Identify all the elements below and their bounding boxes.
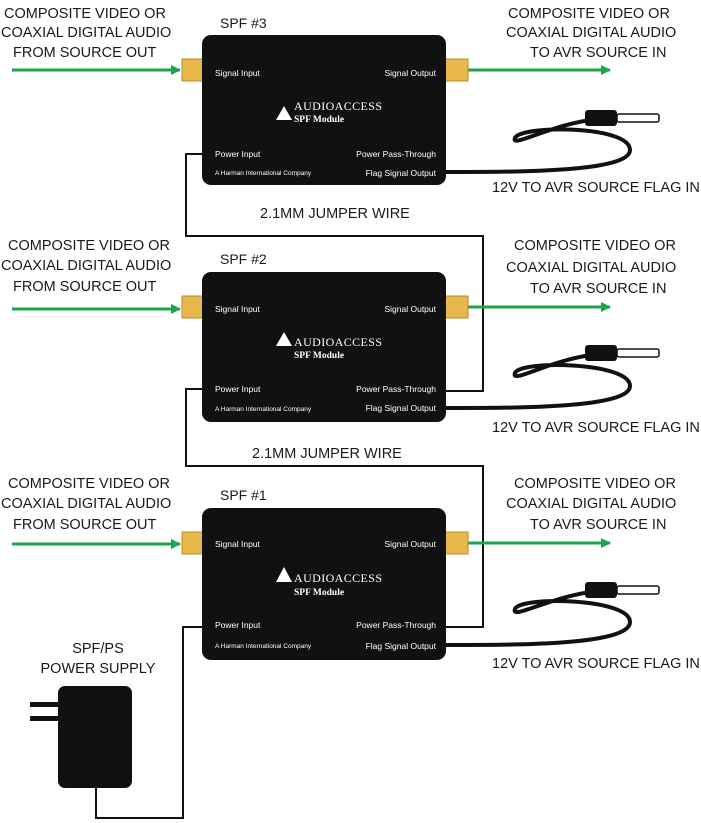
source-label-line1: COMPOSITE VIDEO OR — [4, 6, 166, 22]
module-body — [202, 272, 446, 422]
brand-name: AUDIOACCESS — [294, 99, 382, 113]
module-title: SPF #1 — [220, 487, 267, 503]
brand-subtitle: SPF Module — [294, 351, 344, 361]
jumper-wire-2 — [185, 388, 484, 628]
module-title: SPF #2 — [220, 251, 267, 267]
output-label-line1: COMPOSITE VIDEO OR — [508, 6, 670, 22]
module-title: SPF #3 — [220, 15, 267, 31]
signal-output-label: Signal Output — [384, 539, 436, 549]
harman-label: A Harman International Company — [215, 643, 312, 650]
flag-plug-tip-icon — [616, 585, 660, 595]
module-body — [202, 508, 446, 660]
output-label-line1: COMPOSITE VIDEO OR — [514, 238, 676, 254]
audioaccess-logo-icon — [276, 332, 292, 346]
brand-name: AUDIOACCESS — [294, 571, 382, 585]
power-supply-label-line1: SPF/PS — [72, 641, 124, 657]
brand-name: AUDIOACCESS — [294, 335, 382, 349]
brand-subtitle: SPF Module — [294, 588, 344, 598]
flag-signal-output-label: Flag Signal Output — [366, 168, 437, 178]
source-label-line3: FROM SOURCE OUT — [13, 279, 157, 295]
audioaccess-logo-icon — [276, 567, 292, 582]
power-pass-through-label: Power Pass-Through — [356, 620, 436, 630]
power-supply-label-line2: POWER SUPPLY — [41, 661, 156, 677]
module-body — [202, 35, 446, 185]
source-label-line2: COAXIAL DIGITAL AUDIO — [1, 25, 171, 41]
power-supply: SPF/PS POWER SUPPLY — [30, 626, 202, 819]
harman-label: A Harman International Company — [215, 170, 312, 177]
output-label-line3: TO AVR SOURCE IN — [530, 45, 666, 61]
source-label-line3: FROM SOURCE OUT — [13, 45, 157, 61]
audioaccess-logo-icon — [276, 106, 292, 120]
source-label-line2: COAXIAL DIGITAL AUDIO — [1, 496, 171, 512]
brand-subtitle: SPF Module — [294, 115, 344, 125]
source-label-line1: COMPOSITE VIDEO OR — [8, 238, 170, 254]
source-label-line2: COAXIAL DIGITAL AUDIO — [1, 258, 171, 274]
power-input-label: Power Input — [215, 149, 261, 159]
jumper-wire-label: 2.1MM JUMPER WIRE — [252, 446, 402, 462]
signal-output-label: Signal Output — [384, 304, 436, 314]
signal-output-jack[interactable] — [443, 295, 469, 319]
flag-cable — [444, 588, 633, 647]
flag-signal-output-label: Flag Signal Output — [366, 641, 437, 651]
flag-plug-tip-icon — [616, 113, 660, 123]
output-label-line2: COAXIAL DIGITAL AUDIO — [506, 496, 676, 512]
flag-signal-output-label: Flag Signal Output — [366, 403, 437, 413]
flag-plug-body — [585, 345, 617, 361]
signal-input-label: Signal Input — [215, 539, 261, 549]
flag-cable — [444, 116, 633, 174]
power-pass-through-label: Power Pass-Through — [356, 384, 436, 394]
module-spf1: COMPOSITE VIDEO OR COAXIAL DIGITAL AUDIO… — [1, 476, 700, 672]
output-label-line2: COAXIAL DIGITAL AUDIO — [506, 25, 676, 41]
module-spf2: COMPOSITE VIDEO OR COAXIAL DIGITAL AUDIO… — [1, 238, 700, 436]
harman-label: A Harman International Company — [215, 406, 312, 413]
power-input-label: Power Input — [215, 620, 261, 630]
signal-output-jack[interactable] — [443, 531, 469, 555]
prong-top-icon — [30, 702, 60, 707]
flag-plug-body — [585, 110, 617, 126]
signal-output-label: Signal Output — [384, 68, 436, 78]
power-pass-through-label: Power Pass-Through — [356, 149, 436, 159]
flag-label: 12V TO AVR SOURCE FLAG IN — [492, 420, 700, 436]
jumper-wire-1 — [185, 153, 484, 392]
prong-bottom-icon — [30, 716, 60, 721]
signal-input-label: Signal Input — [215, 304, 261, 314]
output-label-line2: COAXIAL DIGITAL AUDIO — [506, 260, 676, 276]
signal-input-label: Signal Input — [215, 68, 261, 78]
flag-label: 12V TO AVR SOURCE FLAG IN — [492, 180, 700, 196]
output-label-line3: TO AVR SOURCE IN — [530, 517, 666, 533]
signal-output-jack[interactable] — [443, 58, 469, 82]
power-cable — [95, 626, 202, 819]
flag-cable — [444, 351, 633, 410]
source-label-line3: FROM SOURCE OUT — [13, 517, 157, 533]
module-spf3: COMPOSITE VIDEO OR COAXIAL DIGITAL AUDIO… — [1, 6, 700, 196]
output-label-line3: TO AVR SOURCE IN — [530, 281, 666, 297]
output-label-line1: COMPOSITE VIDEO OR — [514, 476, 676, 492]
flag-plug-tip-icon — [616, 348, 660, 358]
flag-plug-body — [585, 582, 617, 598]
power-input-label: Power Input — [215, 384, 261, 394]
power-adapter-icon — [58, 686, 132, 788]
jumper-wire-label: 2.1MM JUMPER WIRE — [260, 206, 410, 222]
source-label-line1: COMPOSITE VIDEO OR — [8, 476, 170, 492]
flag-label: 12V TO AVR SOURCE FLAG IN — [492, 656, 700, 672]
